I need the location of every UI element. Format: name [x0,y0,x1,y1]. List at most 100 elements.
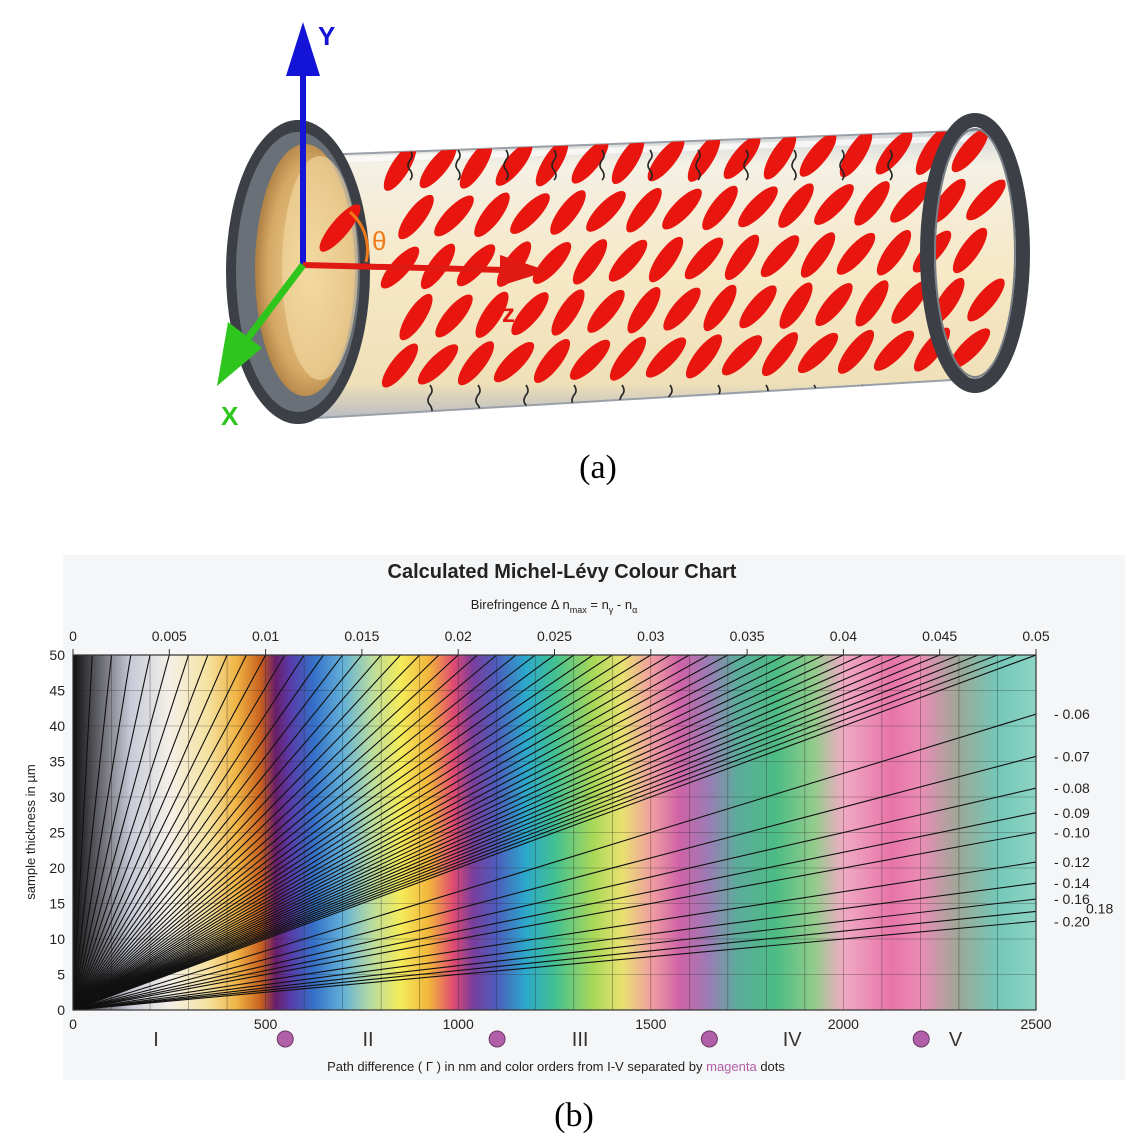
birefringence-line [73,655,729,1010]
birefringence-line [73,655,902,1010]
birefringence-tick-label: 0.01 [252,628,279,644]
molecule [533,338,571,383]
molecule [873,330,915,371]
chain-squiggle [551,149,557,181]
y-axis-label: Y [318,21,335,51]
birefringence-line [73,812,1036,1010]
molecule [952,227,988,274]
x-tick-label: 2000 [828,1016,859,1032]
molecule [760,235,800,278]
chain-squiggle [599,149,605,181]
molecule [571,140,609,184]
molecule [608,239,648,282]
magenta-order-dot [276,1030,294,1048]
chain-squiggle [811,384,817,416]
birefringence-line [73,655,632,1010]
molecule [721,335,763,376]
y-tick-label: 15 [49,896,65,912]
chain-squiggle [647,149,653,181]
molecule [383,144,417,191]
molecule [800,232,836,278]
chain-squiggle [955,384,961,416]
birefringence-line [73,655,440,1010]
molecule [495,142,533,186]
panel-b-michel-levy-chart: Calculated Michel-Lévy Colour Chart Bire… [23,555,1125,1080]
molecule [797,332,839,374]
birefringence-line [73,655,1017,1010]
y-tick-label: 10 [49,931,65,947]
chain-squiggle [427,384,433,416]
magenta-order-dot [700,1030,718,1048]
birefringence-line [73,655,151,1010]
y-tick-label: 5 [57,967,65,983]
birefringence-line [73,910,1036,1010]
molecule [532,242,572,284]
molecule [399,293,433,341]
molecule [627,287,661,334]
molecule [474,192,510,238]
birefringence-line [73,655,247,1010]
birefringence-tick-label: 0 [69,628,77,644]
birefringence-line [73,898,1036,1010]
molecule [876,230,912,276]
caption-b: (b) [554,1097,594,1134]
y-tick-label: 35 [49,754,65,770]
molecule [586,190,626,232]
birefringence-line [73,655,998,1010]
birefringence-line [73,655,844,1010]
right-birefringence-label: - 0.20 [1054,913,1090,929]
molecule [434,195,474,237]
molecule [572,239,608,285]
birefringence-line [73,655,786,1010]
color-order-label: V [949,1029,963,1051]
birefringence-line [73,861,1036,1010]
birefringence-line [73,655,421,1010]
molecule [687,135,721,182]
molecule [951,130,989,173]
birefringence-line [73,655,979,1010]
molecule [685,334,723,379]
birefringence-tick-label: 0.025 [537,628,572,644]
right-birefringence-label: - 0.09 [1054,805,1090,821]
theta-arc [349,210,369,263]
molecule [723,135,761,180]
birefringence-line [73,655,767,1010]
y-tick-label: 25 [49,825,65,841]
birefringence-line [73,655,652,1010]
molecule [398,194,434,240]
right-birefringence-label: - 0.16 [1054,891,1090,907]
z-axis-label: z [502,298,515,328]
birefringence-lines [73,655,1036,1010]
molecule [626,187,662,233]
birefringence-line [73,831,1036,1010]
chain-squiggle [887,149,893,181]
molecule [815,283,853,326]
chain-squiggle [907,384,913,416]
molecule [839,130,873,178]
birefringence-line [73,787,1036,1010]
molecule [648,236,684,283]
molecule [511,292,549,336]
birefringence-line [73,655,478,1010]
molecule [891,280,929,324]
birefringence-line [73,655,286,1010]
birefringence-line [73,655,228,1010]
x-tick-label: 2500 [1020,1016,1051,1032]
molecule [855,280,889,327]
birefringence-line [73,655,132,1010]
chain-squiggle [743,149,749,181]
birefringence-tick-label: 0.03 [637,628,664,644]
chain-squiggle [407,149,413,181]
chain-squiggle [695,149,701,181]
chain-squiggle [503,149,509,181]
birefringence-line [73,655,806,1010]
molecule [738,186,778,228]
birefringence-line [73,655,401,1010]
molecule [456,244,496,287]
magenta-order-dot [912,1030,930,1048]
birefringence-tick-label: 0.045 [922,628,957,644]
magenta-order-dot [488,1030,506,1048]
birefringence-line [73,655,324,1010]
birefringence-line [73,655,671,1010]
